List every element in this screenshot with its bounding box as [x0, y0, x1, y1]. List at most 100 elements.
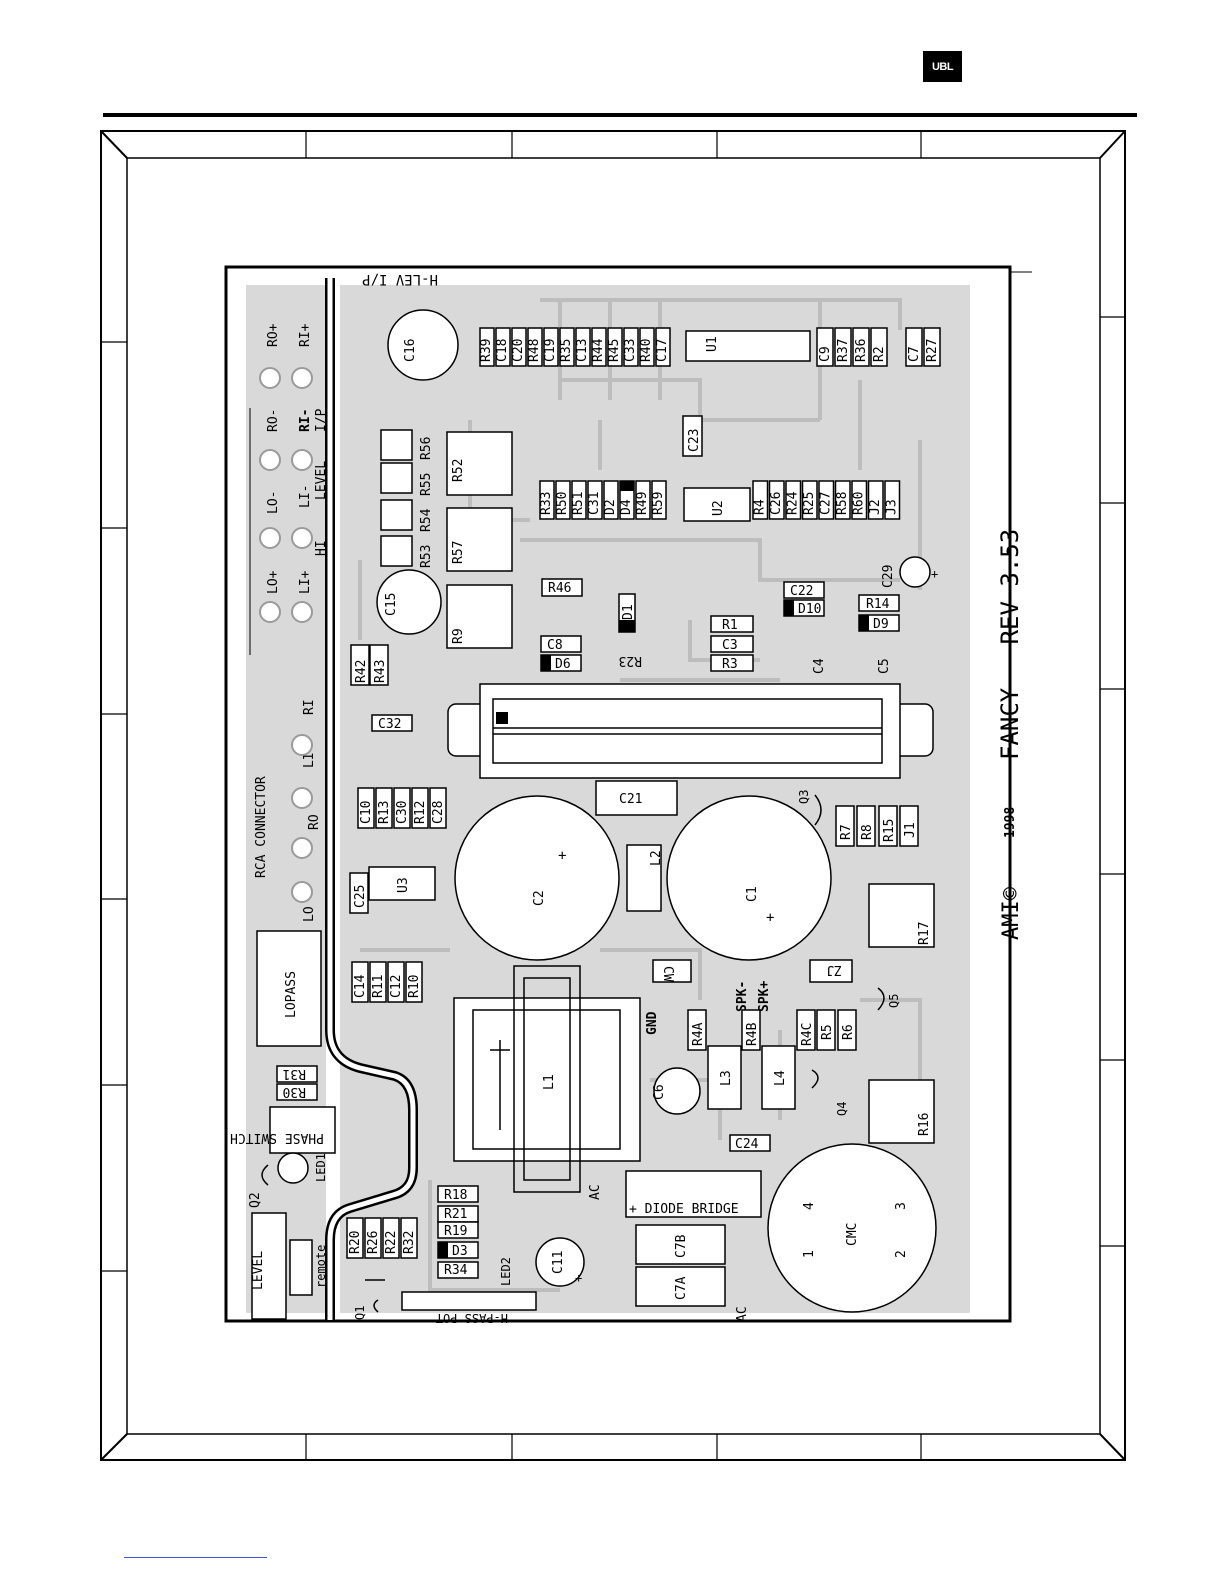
u2-chip: [683, 487, 751, 522]
r16-label: R16: [917, 1113, 932, 1136]
part-r44: [591, 327, 607, 367]
part-r37: [834, 327, 852, 367]
l1-label: L1: [542, 1074, 557, 1090]
c32-label: C32: [378, 717, 401, 732]
r16-resistor: [868, 1079, 935, 1144]
r21-label: R21: [444, 1207, 467, 1222]
r18-label: R18: [444, 1188, 467, 1203]
ri-label: RI: [302, 699, 317, 715]
ro-plus-label: RO+: [266, 323, 281, 347]
drawing-frame: [100, 130, 1126, 1461]
j1-label: J1: [903, 822, 918, 838]
c3-label: C3: [722, 638, 738, 653]
r5-label: R5: [820, 1024, 835, 1040]
c15-capacitor: [376, 569, 442, 635]
c16-label: C16: [403, 339, 418, 362]
part-r27: [923, 327, 941, 367]
hi-label: HI: [314, 540, 329, 556]
part-r25: [801, 480, 818, 520]
h-lev-input-label: H-LEV I/P: [362, 271, 438, 287]
part-r60: [851, 480, 868, 520]
part-label-j3: J3: [885, 499, 900, 515]
c7b-label: C7B: [674, 1234, 689, 1258]
part-c13: [575, 327, 591, 367]
r7-j1-group: [835, 805, 919, 847]
ri-plus-label: RI+: [298, 323, 313, 347]
q3-label: Q3: [797, 790, 811, 804]
c23-capacitor: [682, 415, 703, 457]
part-label-r58: R58: [835, 492, 850, 515]
zj-part: [809, 959, 853, 983]
part-label-r22: R22: [384, 1231, 399, 1254]
q5-label: Q5: [887, 994, 901, 1008]
part-r11: [369, 961, 387, 1003]
cmc-pin3: 3: [894, 1202, 909, 1210]
l4-label: L4: [773, 1070, 788, 1086]
r9-label: R9: [451, 628, 466, 644]
part-label-r36: R36: [854, 339, 869, 362]
part-r58: [834, 480, 851, 520]
li-label: LI: [302, 752, 317, 768]
part-c18: [495, 327, 511, 367]
d10-label: D10: [798, 602, 821, 617]
part-label-c7: C7: [907, 346, 922, 362]
q1-label: Q1: [353, 1306, 367, 1320]
c11-label: C11: [551, 1251, 566, 1274]
level-pot: [251, 1212, 287, 1320]
lopass-switch: [256, 930, 322, 1047]
d9-label: D9: [873, 617, 889, 632]
r4a-label: R4A: [691, 1022, 706, 1046]
spk-plus-label: SPK+: [757, 981, 772, 1012]
c8-label: C8: [547, 638, 563, 653]
c25-capacitor: [349, 872, 369, 914]
part-j2: [867, 480, 884, 520]
part-label-r50: R50: [555, 492, 570, 515]
part-label-r12: R12: [413, 801, 428, 824]
r31-label: R31: [283, 1066, 306, 1081]
r56-label: R56: [419, 437, 434, 460]
part-label-c14: C14: [353, 974, 368, 998]
c21-label: C21: [619, 792, 642, 807]
c22-label: C22: [790, 584, 813, 599]
ip-label: I/P: [314, 408, 329, 432]
r34-label: R34: [444, 1263, 468, 1278]
part-label-c12: C12: [389, 975, 404, 998]
part-label-r11: R11: [371, 975, 386, 998]
part-r32: [400, 1217, 418, 1259]
c29-label: C29: [881, 565, 896, 588]
part-r2: [870, 327, 888, 367]
level-pot-label: LEVEL: [251, 1251, 266, 1290]
part-label-r2: R2: [872, 346, 887, 362]
c23-label: C23: [687, 429, 702, 452]
part-c26: [768, 480, 785, 520]
part-c33: [623, 327, 639, 367]
led1-label: LED1: [314, 1153, 328, 1182]
c16-capacitor: [387, 309, 459, 381]
pin1-marker: [496, 712, 508, 724]
rca-connector-label: RCA CONNECTOR: [254, 776, 269, 878]
hpass-pot-label: H-PASS POT: [436, 1311, 508, 1325]
r7-label: R7: [839, 824, 854, 840]
part-c9: [816, 327, 834, 367]
part-r50: [555, 480, 571, 520]
r54-label: R54: [419, 508, 434, 532]
q4-outline: [811, 1069, 819, 1089]
phase-switch: [269, 1106, 336, 1154]
c11-capacitor: [535, 1237, 585, 1287]
part-label-c17: C17: [655, 339, 670, 362]
diode-band-d4: [620, 481, 634, 491]
cmc-choke: [767, 1143, 937, 1313]
hpass-pot: [401, 1291, 537, 1311]
part-label-r32: R32: [402, 1231, 417, 1254]
remote-connector: [289, 1239, 313, 1296]
li-plus-label: LI+: [298, 570, 313, 594]
part-label-r26: R26: [366, 1231, 381, 1254]
copyright-label: AMI©: [999, 886, 1024, 940]
cmc-pin1: 1: [802, 1250, 817, 1258]
r4c-label: R4C: [800, 1023, 815, 1046]
part-r40: [639, 327, 655, 367]
